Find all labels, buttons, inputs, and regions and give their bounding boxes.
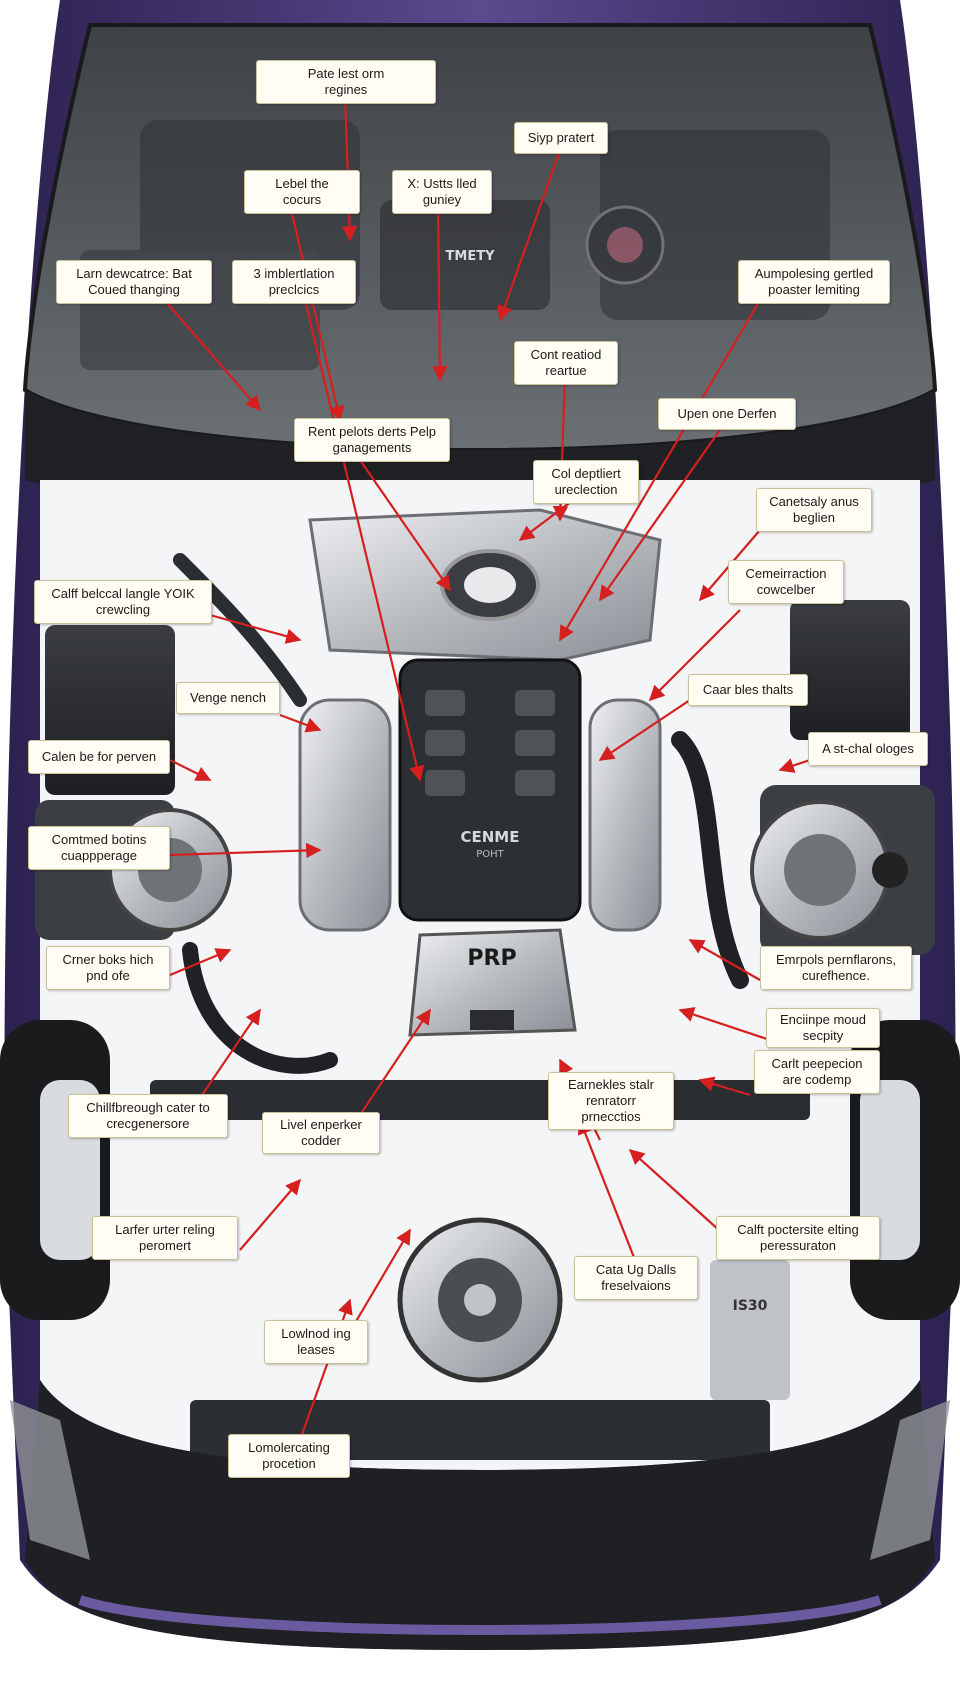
fuse-box <box>790 600 910 740</box>
right-badge-disc <box>872 852 908 888</box>
valve-cover <box>398 658 582 922</box>
left-intake-runner <box>298 698 392 932</box>
label-calff-belccal: Calff belccal langle YOIK crewcling <box>34 580 212 624</box>
label-carlt-peepecion: Carlt peepecion are codemp <box>754 1050 880 1094</box>
label-crner-boks-hich: Crner boks hich pnd ofe <box>46 946 170 990</box>
leader-line <box>341 95 358 242</box>
leader-line <box>628 1148 731 1241</box>
label-pate-lest-orm: Pate lest orm regines <box>256 60 436 104</box>
coolant-hose-left <box>182 942 338 1074</box>
leader-line <box>288 204 345 422</box>
leader-line <box>598 699 691 761</box>
leader-line <box>279 713 322 733</box>
leader-line <box>349 1008 431 1131</box>
leader-line <box>497 149 562 322</box>
label-venge-nench: Venge nench <box>176 682 280 714</box>
label-lebel-the-cocurs: Lebel the cocurs <box>244 170 360 214</box>
leader-line <box>169 759 212 781</box>
leader-line <box>432 204 448 382</box>
leader-line <box>359 459 451 592</box>
leader-line <box>648 609 741 702</box>
label-rent-pelots: Rent pelots derts Pelp ganagements <box>294 418 450 462</box>
label-3-imblertlation: 3 imblertlation preclcics <box>232 260 356 304</box>
brand-badge-text: PRP <box>467 946 516 971</box>
label-chillfbreough-cater: Chillfbreough cater to crecgenersore <box>68 1094 228 1138</box>
label-lowlnod-ing: Lowlnod ing leases <box>264 1320 368 1364</box>
label-a-st-chal-ologes: A st-chal ologes <box>808 732 928 766</box>
front-bumper <box>25 1380 935 1650</box>
leader-line <box>559 299 761 642</box>
leader-line <box>169 948 232 977</box>
leader-line <box>159 294 262 412</box>
leader-line <box>303 299 425 782</box>
label-larfer-urter-reling: Larfer urter reling peromert <box>92 1216 238 1260</box>
leader-line <box>698 1076 751 1097</box>
coil-packs <box>425 690 555 796</box>
label-canetsaly-anus: Canetsaly anus beglien <box>756 488 872 532</box>
label-enciinpe-moud: Enciinpe moud secpity <box>766 1008 880 1048</box>
label-x-ustts-lled: X: Ustts lled guniey <box>392 170 492 214</box>
label-col-deptliert: Col deptliert ureclection <box>533 460 639 504</box>
label-aumpolesing-gertled: Aumpolesing gertled poaster lemiting <box>738 260 890 304</box>
side-plate-text: IS30 <box>733 1298 768 1314</box>
label-calft-poctersite: Calft poctersite elting peressuraton <box>716 1216 880 1260</box>
label-comtmed-botins: Comtmed botins cuappperage <box>28 826 170 870</box>
right-headlight <box>870 1400 950 1560</box>
label-upen-one-derfen: Upen one Derfen <box>658 398 796 430</box>
label-earnekles-stalr: Earnekles stalr renratorr prnecctios <box>548 1072 674 1130</box>
label-cata-ug-dalls: Cata Ug Dalls freselvaions <box>574 1256 698 1300</box>
leader-line <box>599 429 721 602</box>
side-plate <box>710 1260 790 1400</box>
label-cemeirraction: Cemeirraction cowcelber <box>728 560 844 604</box>
throttle-body <box>408 928 577 1037</box>
leader-line <box>688 939 761 981</box>
label-calen-be-for-perven: Calen be for perven <box>28 740 170 774</box>
cover-line1-text: CENME <box>461 828 520 846</box>
label-livel-enperker: Livel enperker codder <box>262 1112 380 1154</box>
label-lomolercating: Lomolercating procetion <box>228 1434 350 1478</box>
label-caar-bles-thalts: Caar bles thalts <box>688 674 808 706</box>
leader-line <box>169 842 322 859</box>
cabin-plate-text: TMETY <box>446 249 496 264</box>
coolant-hose-right <box>671 731 749 989</box>
leader-line <box>678 1007 771 1042</box>
right-intake-runner <box>588 698 662 932</box>
label-emrpols-pernflarons: Emrpols pernflarons, curefhence. <box>760 946 912 990</box>
radiator-support <box>150 1080 810 1120</box>
leader-line <box>778 758 811 773</box>
label-cont-reatiod: Cont reatiod reartue <box>514 341 618 385</box>
bumper-trim <box>78 1595 882 1635</box>
label-larn-dewcatrce: Larn dewcatrce: Bat Coued thanging <box>56 260 212 304</box>
leader-line <box>239 1178 302 1251</box>
leader-line <box>577 1118 637 1261</box>
leader-line <box>209 613 302 644</box>
left-headlight <box>10 1400 90 1560</box>
cover-line2-text: POHT <box>476 849 504 860</box>
label-siyp-pratert: Siyp pratert <box>514 122 608 154</box>
